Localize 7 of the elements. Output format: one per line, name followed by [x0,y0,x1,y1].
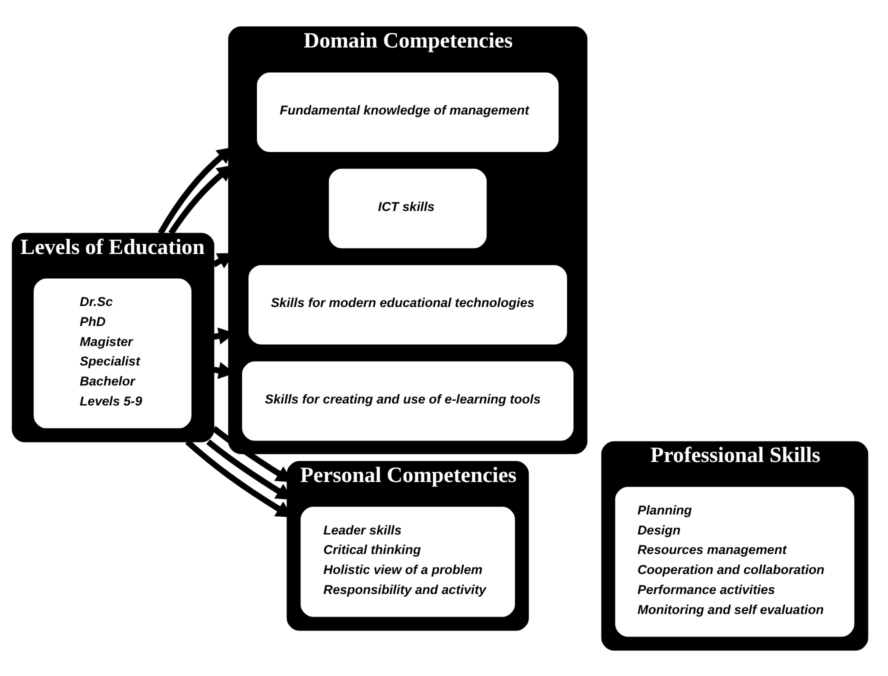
node-box: Skills for creating and use of e-learning tools [242,360,574,440]
node-box: Dr.Sc PhD Magister Specialist Bachelor Levels 5-9 [34,278,192,428]
node-box: Planning Design Resources management Cooperation and collaboration Performance activities Monitoring and self evaluation [615,486,854,636]
node-box: Skills for modern educational technologies [248,264,568,344]
node-box: Fundamental knowledge of management [256,72,559,152]
node-box: Leader skills Critical thinking Holistic view of a problem Responsibility and activity [300,506,515,616]
node-box: ICT skills [328,168,487,248]
